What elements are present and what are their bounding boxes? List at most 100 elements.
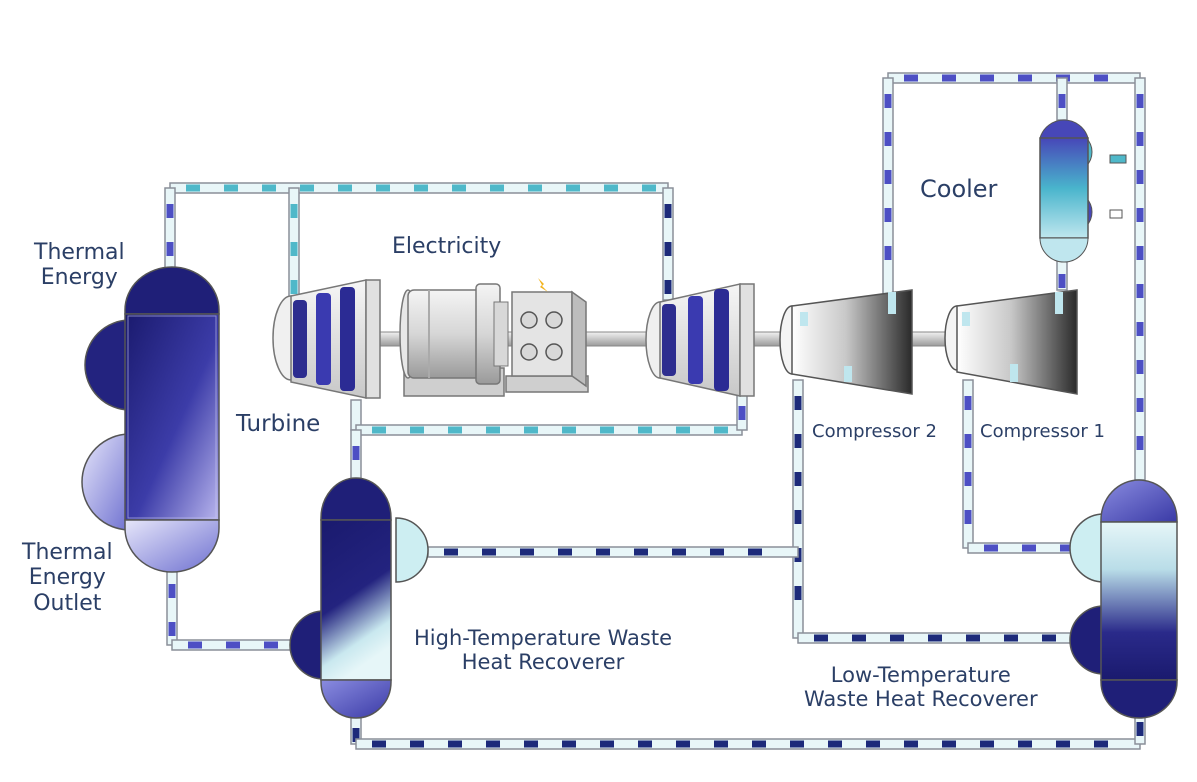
pipe-flow-marker bbox=[980, 74, 994, 82]
second-turbine bbox=[645, 283, 755, 397]
pipe-flow-marker bbox=[290, 204, 298, 218]
pipe-flow-marker bbox=[1136, 360, 1144, 374]
pipe-flow-marker bbox=[604, 184, 618, 192]
pipe-flow-marker bbox=[814, 634, 828, 642]
pipe-flow-marker bbox=[884, 94, 892, 108]
pipe-flow-marker bbox=[904, 740, 918, 748]
pipe-flow-marker bbox=[794, 434, 802, 448]
pipe-flow-marker bbox=[262, 184, 276, 192]
pipe-flow-marker bbox=[596, 548, 610, 556]
pipe-flow-marker bbox=[168, 584, 176, 598]
pipe-flow-marker bbox=[168, 622, 176, 636]
pipe-flow-marker bbox=[452, 184, 466, 192]
pipe-flow-marker bbox=[486, 740, 500, 748]
pipe-flow-marker bbox=[714, 740, 728, 748]
pipe-flow-marker bbox=[964, 472, 972, 486]
pipe-flow-marker bbox=[524, 426, 538, 434]
pipe-flow-marker bbox=[524, 740, 538, 748]
pipe-flow-marker bbox=[676, 426, 690, 434]
pipe-flow-marker bbox=[964, 396, 972, 410]
pipe-flow-marker bbox=[562, 426, 576, 434]
pipe-flow-marker bbox=[942, 740, 956, 748]
pipe-flow-marker bbox=[448, 740, 462, 748]
electric-generator bbox=[399, 283, 509, 397]
pipe-flow-marker bbox=[672, 548, 686, 556]
pipe-flow-marker bbox=[828, 740, 842, 748]
pipe-flow-marker bbox=[444, 548, 458, 556]
lightning-spark-icon bbox=[538, 278, 548, 292]
pipe-flow-marker bbox=[890, 634, 904, 642]
pipe-flow-marker bbox=[966, 634, 980, 642]
pipe-flow-marker bbox=[448, 426, 462, 434]
turbine bbox=[272, 279, 381, 399]
pipe-flow-marker bbox=[884, 208, 892, 222]
pipe-flow-marker bbox=[794, 586, 802, 600]
pipe-flow-marker bbox=[376, 184, 390, 192]
pipe-flow-marker bbox=[964, 510, 972, 524]
pipe-flow-marker bbox=[928, 634, 942, 642]
pipe-flow-marker bbox=[984, 544, 998, 552]
pipe-flow-marker bbox=[1018, 74, 1032, 82]
pipe-flow-marker bbox=[1094, 74, 1108, 82]
pipe-flow-marker bbox=[794, 472, 802, 486]
pipe-flow-marker bbox=[1136, 246, 1144, 260]
pipe-flow-marker bbox=[794, 396, 802, 410]
pipe-flow-marker bbox=[1136, 284, 1144, 298]
label-compressor-1: Compressor 1 bbox=[980, 421, 1105, 442]
compressor-1 bbox=[944, 289, 1078, 395]
pipe-flow-marker bbox=[1058, 94, 1066, 108]
pipe-flow-marker bbox=[372, 740, 386, 748]
pipe-flow-marker bbox=[224, 184, 238, 192]
pipe-flow-marker bbox=[714, 426, 728, 434]
pipe-flow-marker bbox=[964, 434, 972, 448]
pipe-flow-marker bbox=[300, 184, 314, 192]
pipe-flow-marker bbox=[1136, 322, 1144, 336]
pipe-flow-marker bbox=[1136, 94, 1144, 108]
thermal-energy-vessel bbox=[81, 266, 220, 573]
pipe-flow-marker bbox=[638, 426, 652, 434]
pipe-flow-marker bbox=[794, 510, 802, 524]
pipe-flow-marker bbox=[490, 184, 504, 192]
pipe-flow-marker bbox=[642, 184, 656, 192]
pipe-flow-marker bbox=[738, 406, 746, 420]
pipe-flow-marker bbox=[866, 740, 880, 748]
label-thermal-energy: Thermal Energy bbox=[34, 240, 125, 291]
pipe-flow-marker bbox=[748, 548, 762, 556]
pipe-flow-marker bbox=[664, 204, 672, 218]
pipe-flow-marker bbox=[1056, 740, 1070, 748]
pipe-flow-marker bbox=[1060, 544, 1074, 552]
label-high-temperature-waste-heat-recoverer: High-Temperature Waste Heat Recoverer bbox=[414, 626, 672, 675]
pipe-flow-marker bbox=[884, 246, 892, 260]
pipe-flow-marker bbox=[634, 548, 648, 556]
pipe-flow-marker bbox=[980, 740, 994, 748]
pipe-flow-marker bbox=[264, 641, 278, 649]
pipe-flow-marker bbox=[338, 184, 352, 192]
pipe-flow-marker bbox=[664, 242, 672, 256]
pipe-flow-marker bbox=[1136, 132, 1144, 146]
pipe-flow-marker bbox=[352, 728, 360, 742]
pipe-flow-marker bbox=[482, 548, 496, 556]
pipe-flow-marker bbox=[166, 242, 174, 256]
pipe-flow-marker bbox=[372, 426, 386, 434]
pipe-flow-marker bbox=[290, 242, 298, 256]
pipe-flow-marker bbox=[600, 426, 614, 434]
pipe-flow-marker bbox=[852, 634, 866, 642]
label-thermal-energy-outlet: Thermal Energy Outlet bbox=[22, 540, 113, 616]
pipe-flow-marker bbox=[410, 426, 424, 434]
pipe-flow-marker bbox=[1136, 722, 1144, 736]
compressor-2 bbox=[779, 289, 913, 395]
pipe-flow-marker bbox=[486, 426, 500, 434]
pipe-flow-marker bbox=[410, 740, 424, 748]
pipe-flow-marker bbox=[904, 74, 918, 82]
pipe-flow-marker bbox=[558, 548, 572, 556]
pipe-flow-marker bbox=[290, 280, 298, 294]
pipe-flow-marker bbox=[562, 740, 576, 748]
pipe-segment bbox=[882, 77, 894, 297]
pipe-flow-marker bbox=[1004, 634, 1018, 642]
label-turbine: Turbine bbox=[236, 411, 321, 437]
pipe-flow-marker bbox=[710, 548, 724, 556]
pipe-flow-marker bbox=[884, 170, 892, 184]
pipe-flow-marker bbox=[638, 740, 652, 748]
cooler-vessel bbox=[1039, 119, 1127, 263]
